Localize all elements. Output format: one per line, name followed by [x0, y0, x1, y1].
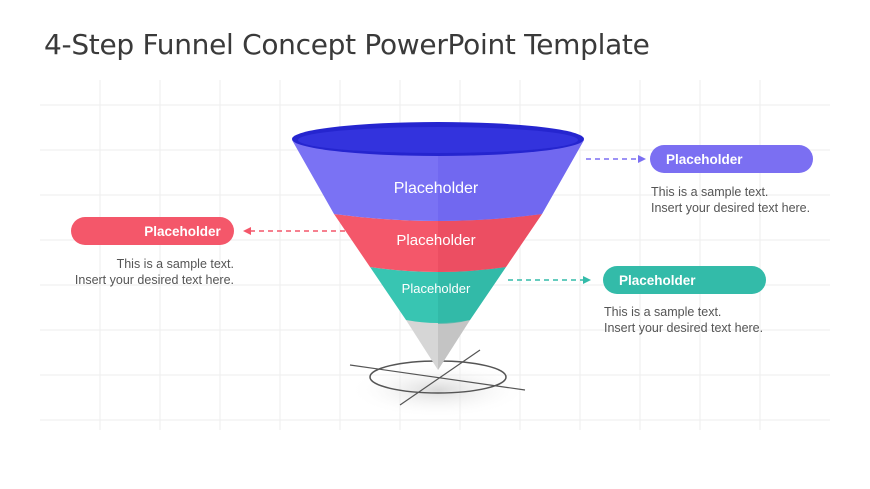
- connector-red: [243, 227, 345, 235]
- floor-shadow: [348, 362, 528, 418]
- callout-purple-line2: Insert your desired text here.: [651, 201, 811, 215]
- callout-purple-pill: Placeholder: [650, 145, 813, 173]
- callout-teal-description: This is a sample text. Insert your desir…: [604, 304, 763, 336]
- callout-red-line2: Insert your desired text here.: [74, 273, 234, 287]
- funnel-layer3-label: Placeholder: [401, 281, 471, 296]
- callout-purple-description: This is a sample text. Insert your desir…: [651, 184, 810, 216]
- callout-teal-line2: Insert your desired text here.: [604, 321, 764, 335]
- connector-purple: [586, 155, 646, 163]
- callout-red-description: This is a sample text. Insert your desir…: [73, 256, 234, 288]
- callout-red-line1: This is a sample text.: [116, 257, 234, 271]
- callout-red-pill: Placeholder: [71, 217, 234, 245]
- callout-teal-pill: Placeholder: [603, 266, 766, 294]
- funnel-layer1-label: Placeholder: [393, 180, 479, 197]
- slide-title: 4-Step Funnel Concept PowerPoint Templat…: [44, 28, 650, 61]
- callout-purple-line1: This is a sample text.: [651, 185, 769, 199]
- funnel-layer2-label: Placeholder: [396, 232, 476, 249]
- callout-teal-line1: This is a sample text.: [604, 305, 722, 319]
- connector-teal: [508, 276, 591, 284]
